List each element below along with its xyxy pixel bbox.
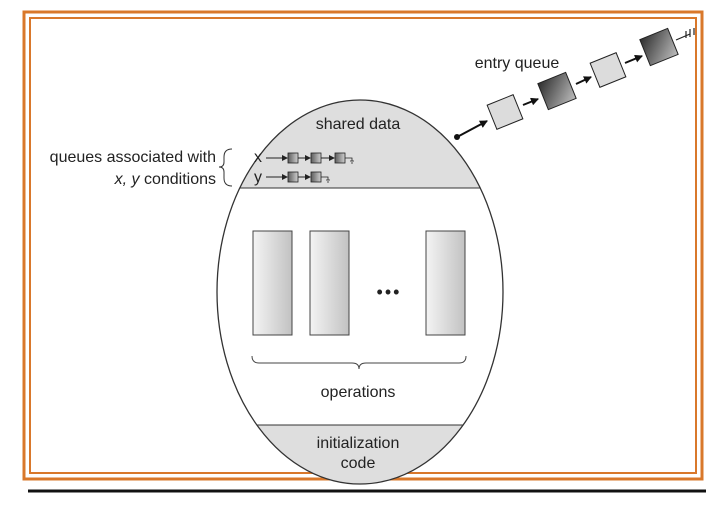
entry-queue-node [486, 94, 524, 130]
entry-queue-terminator [675, 28, 695, 41]
queue-node [310, 171, 322, 183]
entry-queue-label: entry queue [475, 55, 560, 72]
operations-label: operations [321, 384, 396, 401]
var-y-label: y [254, 169, 262, 186]
initialization-label-line2: code [341, 455, 376, 472]
operation-procedure [309, 230, 350, 336]
left-curly-brace [218, 148, 233, 187]
queue-node [310, 152, 322, 164]
operations-group: ••• [252, 230, 466, 336]
entry-queue-node [537, 71, 577, 111]
queues-label-line2: x, y conditions [114, 171, 216, 188]
initialization-label-line1: initialization [317, 435, 400, 452]
queues-label-rest: conditions [140, 171, 217, 188]
queues-label-line1: queues associated with [50, 149, 216, 166]
operations-ellipsis: ••• [377, 282, 402, 302]
entry-queue [454, 27, 695, 140]
operations-brace [251, 355, 467, 370]
entry-queue-node [639, 27, 679, 67]
operation-procedure [425, 230, 466, 336]
entry-queue-node [589, 52, 627, 88]
queue-node [334, 152, 346, 164]
shared-data-label: shared data [316, 116, 401, 133]
null-terminator [321, 176, 330, 183]
entry-point [454, 134, 460, 140]
var-x-label: x [254, 149, 262, 166]
null-terminator [345, 157, 354, 164]
operation-procedure [252, 230, 293, 336]
queue-node [287, 171, 299, 183]
queue-node [287, 152, 299, 164]
queues-label-vars: x, y [114, 171, 141, 188]
condition-queue-x: x [254, 149, 354, 166]
condition-queue-y: y [254, 169, 330, 186]
